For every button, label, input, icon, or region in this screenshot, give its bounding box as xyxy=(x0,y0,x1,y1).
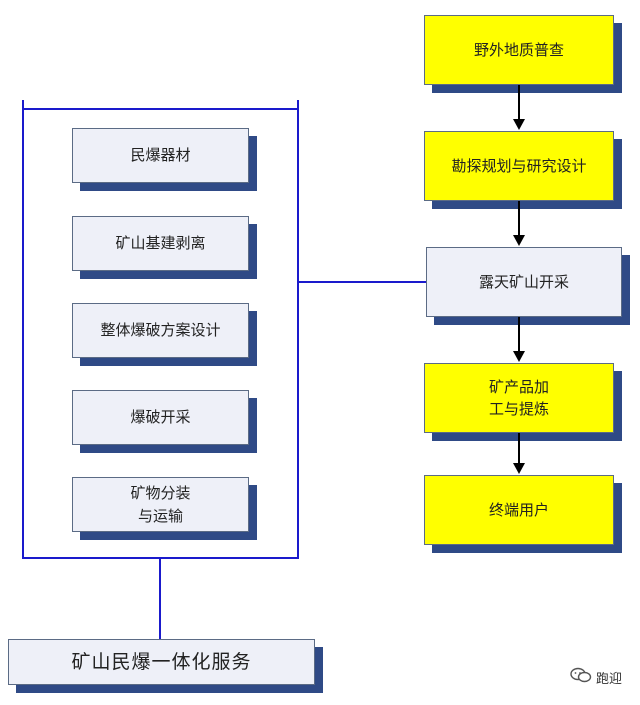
group-bracket-bottom xyxy=(22,557,299,559)
group-bracket-left xyxy=(22,108,24,559)
watermark: 跑迎 xyxy=(570,667,622,687)
connector-to-bottom-box xyxy=(159,559,161,639)
group-bracket-top xyxy=(22,108,299,110)
flow-arrow-4-shaft xyxy=(518,433,520,464)
group-bracket-top-right-tick xyxy=(297,100,299,110)
connector-to-main-flow xyxy=(299,281,426,283)
flow-arrow-3-head xyxy=(513,351,525,362)
flow-arrow-4-head xyxy=(513,463,525,474)
flow-arrow-2-shaft xyxy=(518,201,520,236)
wechat-icon xyxy=(570,667,592,687)
flow-arrow-1-head xyxy=(513,119,525,130)
right-box-exploration-planning: 勘探规划与研究设计 xyxy=(424,131,614,201)
left-box-mine-stripping: 矿山基建剥离 xyxy=(72,216,249,271)
group-bracket-top-left-tick xyxy=(22,100,24,110)
right-box-field-survey: 野外地质普查 xyxy=(424,15,614,85)
left-box-blast-mining: 爆破开采 xyxy=(72,390,249,445)
flow-arrow-1-shaft xyxy=(518,85,520,120)
left-box-packaging-transport: 矿物分装 与运输 xyxy=(72,477,249,532)
right-box-end-user: 终端用户 xyxy=(424,475,614,545)
flow-arrow-3-shaft xyxy=(518,317,520,352)
left-box-blasting-design: 整体爆破方案设计 xyxy=(72,303,249,358)
left-box-explosive-materials: 民爆器材 xyxy=(72,128,249,183)
right-box-processing-refining: 矿产品加 工与提炼 xyxy=(424,363,614,433)
right-box-open-pit-mining: 露天矿山开采 xyxy=(426,247,622,317)
watermark-text: 跑迎 xyxy=(595,671,622,687)
bottom-box-integrated-service: 矿山民爆一体化服务 xyxy=(8,639,315,685)
group-bracket-right xyxy=(297,108,299,559)
flow-arrow-2-head xyxy=(513,235,525,246)
